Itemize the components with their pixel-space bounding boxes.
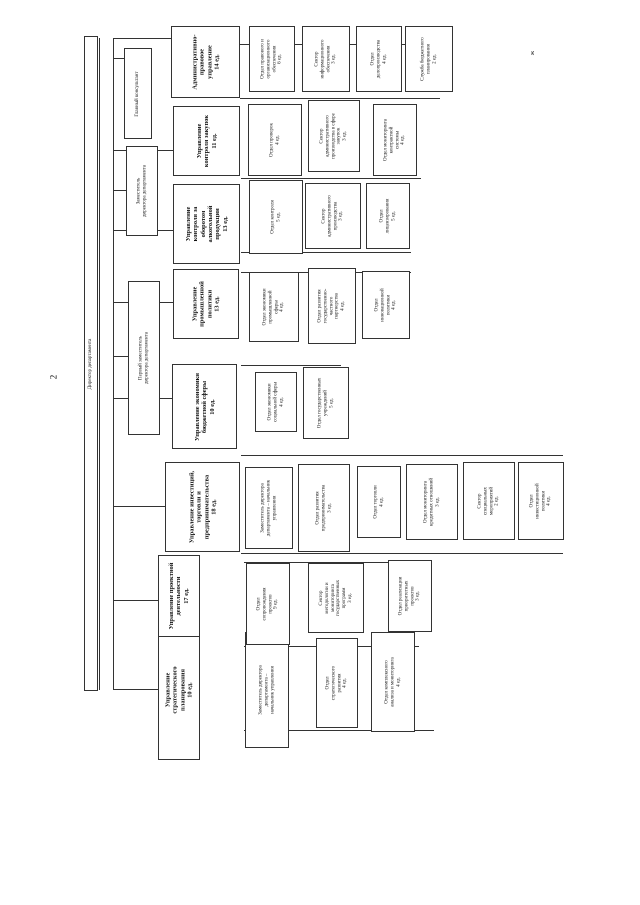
subunit-box: Заместитель директора департамента – нач…: [245, 467, 293, 549]
subunit-box: Отдел развития предпринимательства 3 ед.: [298, 464, 350, 552]
subunit-label: Отдел экономики социальной сферы 4 ед.: [267, 382, 284, 422]
chief-consultant-box: Главный консультант: [124, 48, 152, 139]
subunit-box: Отдел проверок 4 ед.: [248, 104, 302, 176]
dept-industrial-policy: Управление промышленной политики 13 ед.: [173, 269, 239, 339]
subunit-box: Отдел реализации приоритетных проектов 3…: [388, 560, 432, 632]
subunit-label: Отдел правового и организационного обесп…: [260, 39, 283, 79]
subunit-box: Отдел экономики социальной сферы 4 ед.: [255, 372, 297, 432]
subunit-box: Сектор методологии и мониторинга государ…: [308, 563, 364, 633]
subunit-label: Отдел торговли 4 ед.: [373, 485, 384, 519]
subunit-box: Отдел экономики промышленной сферы 4 ед.: [249, 272, 299, 342]
subunit-label: Отдел лицензирования 5 ед.: [379, 198, 396, 234]
dept-budget-economics: Управление экономики бюджетной сферы 10 …: [172, 364, 237, 449]
subunit-label: Отдел инвестиционной политики 4 ед.: [529, 483, 552, 519]
subunit-box: Отдел государственных учреждений 5 ед.: [303, 367, 349, 439]
subunit-box: Отдел сопровождения проектов 9 ед.: [246, 563, 290, 645]
dept-alcohol-control: Управление контроля за оборотом алкоголь…: [173, 184, 240, 264]
subunit-label: Сектор административного производства в …: [319, 113, 348, 159]
subunit-label: Сектор специальных мероприятий 2 ед.: [477, 486, 500, 516]
dept-procurement-control: Управление контроля закупок 11 ед.: [173, 106, 240, 176]
dept-strategic-planning: Управление стратегического планирования …: [158, 620, 200, 760]
dept-label: Управление стратегического планирования …: [164, 666, 194, 714]
subunit-label: Заместитель директора департамента – нач…: [258, 665, 275, 715]
subunit-box: Отдел инновационной политики 4 ед.: [362, 271, 410, 339]
subunit-label: Отдел развития государственно- частного …: [317, 288, 346, 324]
subunit-label: Отдел делопроизводства 4 ед.: [370, 39, 387, 79]
subunit-box: Отдел мониторинга контрактной системы 4 …: [373, 104, 417, 176]
subunit-box: Отдел инвестиционной политики 4 ед.: [518, 462, 564, 540]
subunit-box: Отдел стратегического развития 4 ед.: [316, 638, 358, 728]
subunit-label: Отдел мониторинга кредитных отношений 3 …: [423, 477, 440, 527]
subunit-label: Отдел стратегического развития 4 ед.: [325, 665, 348, 701]
subunit-box: Отдел комплексного анализа и мониторинга…: [371, 632, 415, 732]
dept-label: Управление проектной деятельности 17 ед.: [167, 562, 190, 630]
subunit-label: Заместитель директора департамента – нач…: [260, 479, 277, 537]
subunit-box: Сектор административного производства 3 …: [305, 183, 361, 249]
subunit-label: Сектор методологии и мониторинга государ…: [318, 579, 353, 617]
subunit-box: Служба бюджетного планирования 2 ед.: [405, 26, 453, 92]
subunit-label: Отдел комплексного анализа и мониторинга…: [384, 657, 401, 707]
dept-project-activity: Управление проектной деятельности 17 ед.: [158, 555, 200, 637]
corner-mark: ж: [530, 50, 537, 56]
subunit-box: Отдел правового и организационного обесп…: [249, 26, 295, 92]
subunit-label: Отдел инновационной политики 4 ед.: [374, 288, 397, 322]
first-deputy-label: Первый заместитель директора департамент…: [138, 332, 149, 384]
deputy-director-box: Заместитель директора департамента: [126, 146, 158, 236]
subunit-box: Сектор информационного обеспечения 3 ед.: [302, 26, 350, 92]
subunit-box: Отдел контроля 5 ед.: [249, 180, 303, 254]
dept-label: Управление инвестиций, торговли и предпр…: [187, 470, 217, 544]
chief-consultant-label: Главный консультант: [135, 70, 141, 117]
subunit-label: Отдел развития предпринимательства 3 ед.: [315, 484, 332, 532]
dept-label: Управление промышленной политики 13 ед.: [191, 281, 221, 327]
subunit-label: Сектор информационного обеспечения 3 ед.: [314, 39, 337, 79]
dept-investments-trade: Управление инвестиций, торговли и предпр…: [165, 462, 240, 552]
subunit-box: Сектор специальных мероприятий 2 ед.: [463, 462, 515, 540]
subunit-box: Отдел торговли 4 ед.: [357, 466, 401, 538]
first-deputy-box: Первый заместитель директора департамент…: [128, 281, 160, 435]
page-number: 2: [48, 374, 59, 380]
subunit-label: Отдел экономики промышленной сферы 4 ед.: [262, 288, 285, 326]
subunit-label: Отдел мониторинга контрактной системы 4 …: [383, 119, 406, 161]
subunit-label: Отдел государственных учреждений 5 ед.: [317, 377, 334, 429]
subunit-label: Отдел контроля 5 ед.: [270, 200, 281, 234]
deputy-director-label: Заместитель директора департамента: [136, 165, 147, 217]
subunit-label: Сектор административного производства 3 …: [321, 195, 344, 237]
dept-label: Административно- правовое управление 14 …: [190, 34, 220, 90]
subunit-label: Отдел реализации приоритетных проектов 3…: [398, 576, 421, 616]
subunit-box: Отдел развития государственно- частного …: [308, 268, 356, 344]
subunit-box: Заместитель директора департамента – нач…: [245, 632, 289, 748]
director-label: Директор департамента: [88, 338, 94, 389]
dept-label: Управление экономики бюджетной сферы 10 …: [193, 372, 216, 441]
subunit-box: Отдел лицензирования 5 ед.: [366, 183, 410, 249]
director-box: Директор департамента: [84, 36, 98, 691]
dept-label: Управление контроля закупок 11 ед.: [195, 114, 218, 168]
subunit-box: Отдел делопроизводства 4 ед.: [356, 26, 402, 92]
dept-admin-legal: Административно- правовое управление 14 …: [171, 26, 240, 98]
dept-label: Управление контроля за оборотом алкоголь…: [184, 205, 229, 243]
subunit-label: Отдел проверок 4 ед.: [269, 123, 280, 157]
subunit-box: Сектор административного производства в …: [308, 100, 360, 172]
subunit-label: Отдел сопровождения проектов 9 ед.: [256, 587, 279, 621]
subunit-label: Служба бюджетного планирования 2 ед.: [420, 37, 437, 81]
subunit-box: Отдел мониторинга кредитных отношений 3 …: [406, 464, 458, 540]
